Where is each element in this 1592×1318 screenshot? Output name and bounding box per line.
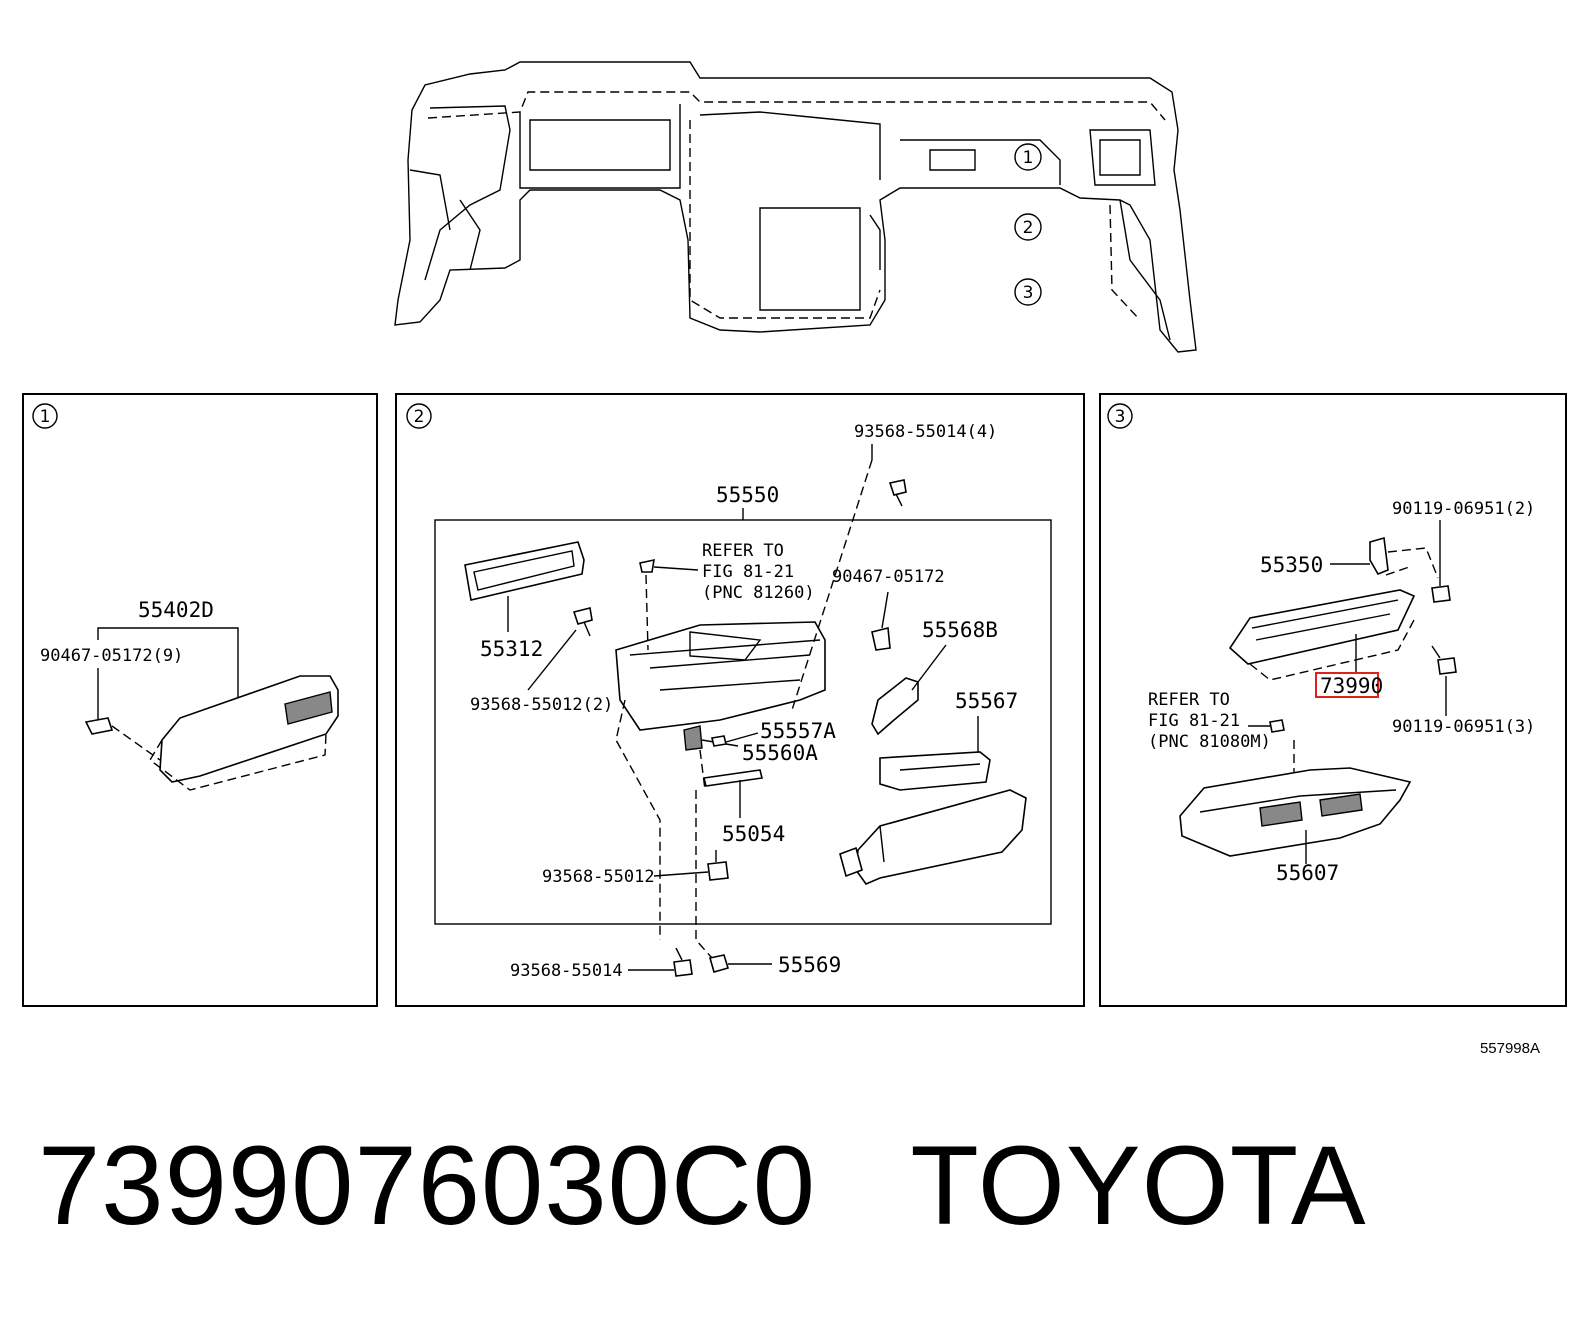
bolt-93568-55012-2 bbox=[572, 607, 593, 637]
label-55568B[interactable]: 55568B bbox=[922, 618, 998, 642]
label-55607[interactable]: 55607 bbox=[1276, 861, 1339, 885]
part-55350-bracket bbox=[1369, 536, 1389, 576]
panel-1-number: 1 bbox=[40, 407, 51, 427]
screw-90119-06951-3 bbox=[1431, 645, 1457, 675]
label-55550[interactable]: 55550 bbox=[716, 483, 779, 507]
part-55567-door bbox=[855, 789, 1027, 885]
label-93568-55012[interactable]: 93568-55012 bbox=[542, 867, 655, 887]
panel-2-number: 2 bbox=[414, 407, 425, 427]
overview-dashboard-frame bbox=[394, 61, 1197, 353]
label-90467-05172[interactable]: 90467-05172 bbox=[832, 567, 945, 587]
label-93568-55014[interactable]: 93568-55014 bbox=[510, 961, 623, 981]
panel-2: 2 93568-55014(4) 55550 REFER TO FIG 81-2… bbox=[395, 393, 1085, 1007]
label-55402D[interactable]: 55402D bbox=[138, 598, 214, 622]
label-93568-55012-2[interactable]: 93568-55012(2) bbox=[470, 695, 613, 715]
clip-55569 bbox=[708, 954, 730, 973]
part-55550-housing bbox=[615, 621, 826, 731]
panel-2-frame bbox=[395, 393, 1085, 1007]
part-55568B bbox=[871, 677, 919, 736]
panel-1-frame bbox=[22, 393, 378, 1007]
part-55560A bbox=[683, 725, 703, 751]
refer-note-line-1[interactable]: REFER TO bbox=[702, 541, 784, 561]
refer-note-line-3[interactable]: (PNC 81080M) bbox=[1148, 732, 1271, 752]
label-55567[interactable]: 55567 bbox=[955, 689, 1018, 713]
screw-90119-06951-2 bbox=[1431, 574, 1451, 603]
overview-marker-3-label: 3 bbox=[1023, 283, 1034, 303]
label-90119-06951-3[interactable]: 90119-06951(3) bbox=[1392, 717, 1535, 737]
panel-1-number-circle bbox=[32, 403, 58, 429]
diagram-id: 557998A bbox=[1479, 1040, 1540, 1057]
footer-caption: 7399076030C0 TOYOTA bbox=[38, 1130, 1367, 1242]
label-55569[interactable]: 55569 bbox=[778, 953, 841, 977]
clip-90467-05172-p2 bbox=[871, 626, 891, 651]
part-55054 bbox=[703, 769, 763, 787]
refer-note-line-2[interactable]: FIG 81-21 bbox=[1148, 711, 1240, 731]
footer-brand: TOYOTA bbox=[910, 1123, 1367, 1248]
panel-3-frame bbox=[1099, 393, 1567, 1007]
clip-90467-05172 bbox=[84, 717, 114, 735]
panel-1: 1 55402D 90467-05172(9) bbox=[22, 393, 378, 1007]
part-55402D-vent bbox=[284, 691, 333, 725]
overview-marker-2-label: 2 bbox=[1023, 218, 1034, 238]
panel-2-number-circle bbox=[406, 403, 432, 429]
refer-note-line-3[interactable]: (PNC 81260) bbox=[702, 583, 815, 603]
overview-marker-1-label: 1 bbox=[1023, 148, 1034, 168]
panel-3-number-circle bbox=[1107, 403, 1133, 429]
panel-3: 3 90119-06951(2) 55350 73990 REFER TO FI… bbox=[1099, 393, 1567, 1007]
label-55054[interactable]: 55054 bbox=[722, 822, 785, 846]
refer-note-line-1[interactable]: REFER TO bbox=[1148, 690, 1230, 710]
part-55402D-garnish bbox=[159, 675, 339, 783]
label-93568-55014-4[interactable]: 93568-55014(4) bbox=[854, 422, 997, 442]
part-55312 bbox=[464, 541, 585, 601]
label-55350[interactable]: 55350 bbox=[1260, 553, 1323, 577]
part-55567-bracket bbox=[879, 751, 991, 791]
panel-3-number: 3 bbox=[1115, 407, 1126, 427]
screw-93568-55012 bbox=[707, 850, 729, 881]
overview-marker-3[interactable]: 3 bbox=[1014, 278, 1042, 306]
overview-marker-1[interactable]: 1 bbox=[1014, 143, 1042, 171]
refer-note-line-2[interactable]: FIG 81-21 bbox=[702, 562, 794, 582]
screw-93568-55014-4 bbox=[888, 479, 907, 507]
label-55557A[interactable]: 55557A bbox=[760, 719, 836, 743]
screw-93568-55014 bbox=[673, 947, 693, 977]
overview-marker-2[interactable]: 2 bbox=[1014, 213, 1042, 241]
label-90119-06951-2[interactable]: 90119-06951(2) bbox=[1392, 499, 1535, 519]
footer-part-number: 7399076030C0 bbox=[38, 1123, 817, 1248]
label-90467-05172-9[interactable]: 90467-05172(9) bbox=[40, 646, 183, 666]
highlight-73990 bbox=[1315, 672, 1379, 698]
label-55560A[interactable]: 55560A bbox=[742, 741, 818, 765]
part-55557A bbox=[711, 735, 727, 747]
label-55312[interactable]: 55312 bbox=[480, 637, 543, 661]
label-73990[interactable]: 73990 bbox=[1320, 674, 1383, 698]
